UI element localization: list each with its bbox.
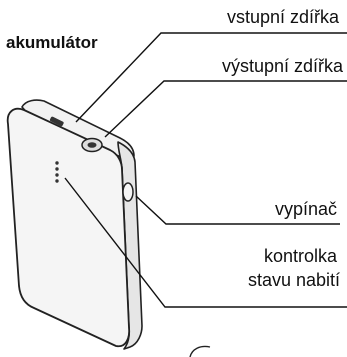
power-bank-front-face (6, 107, 131, 348)
leader-charge-indicator (64, 177, 347, 308)
charge-indicator (55, 161, 59, 183)
diagram-title: akumulátor (6, 33, 98, 52)
power-bank-illustration (6, 99, 211, 357)
leader-output-port (104, 80, 347, 138)
power-button (122, 182, 134, 202)
output-port-hole (87, 142, 97, 148)
label-input-port: vstupní zdířka (226, 7, 339, 27)
leader-lines (64, 32, 347, 308)
label-charge-indicator-line2: stavu nabití (247, 270, 340, 290)
cable-fragment (189, 345, 211, 357)
leader-power-button (135, 195, 340, 225)
label-charge-indicator-line1: kontrolka (263, 246, 337, 266)
label-output-port: výstupní zdířka (221, 56, 343, 76)
leader-input-port (75, 32, 347, 123)
label-power-button: vypínač (274, 199, 337, 219)
input-port (49, 116, 64, 127)
